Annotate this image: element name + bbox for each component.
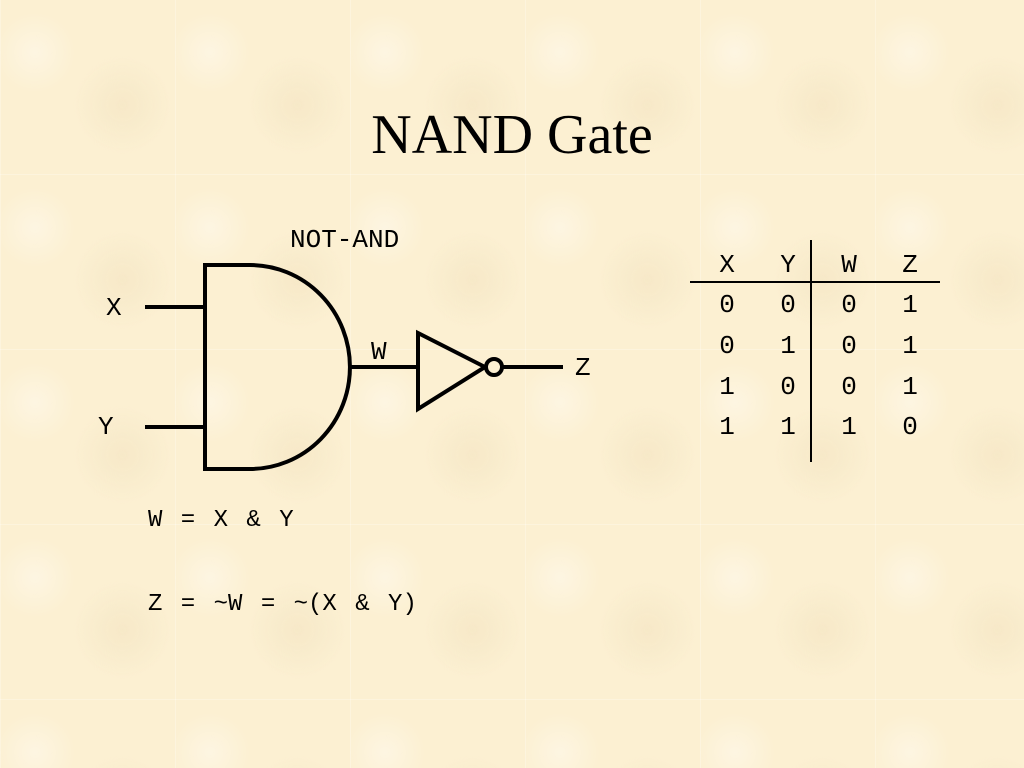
inversion-bubble <box>484 357 504 377</box>
truth-table-cell: 0 <box>841 331 857 361</box>
input-y-label: Y <box>98 412 114 442</box>
truth-table-header: Y <box>780 250 796 280</box>
intermediate-w-label: W <box>371 337 387 367</box>
input-x-label: X <box>106 293 122 323</box>
truth-table-cell: 1 <box>902 331 918 361</box>
output-z-label: Z <box>575 353 591 383</box>
truth-table-cell: 0 <box>841 372 857 402</box>
truth-table-cell: 1 <box>780 331 796 361</box>
truth-table: X Y W Z 0 0 0 1 0 1 0 1 1 0 0 1 1 1 1 0 <box>690 240 940 462</box>
equation-z: Z = ~W = ~(X & Y) <box>148 591 417 618</box>
truth-table-cell: 0 <box>902 412 918 442</box>
equation-w: W = X & Y <box>148 507 294 534</box>
truth-table-cell: 1 <box>902 290 918 320</box>
page-title: NAND Gate <box>371 104 653 166</box>
truth-table-cell: 0 <box>780 372 796 402</box>
truth-table-cell: 1 <box>902 372 918 402</box>
truth-table-cell: 1 <box>719 372 735 402</box>
truth-table-cell: 1 <box>841 412 857 442</box>
and-gate-symbol <box>203 263 352 471</box>
not-gate-symbol <box>416 329 490 413</box>
truth-table-header: X <box>719 250 735 280</box>
truth-table-cell: 1 <box>719 412 735 442</box>
truth-table-cell: 0 <box>719 331 735 361</box>
truth-table-column-divider <box>810 240 812 462</box>
truth-table-header: W <box>841 250 857 280</box>
truth-table-header: Z <box>902 250 918 280</box>
truth-table-cell: 0 <box>719 290 735 320</box>
truth-table-cell: 0 <box>780 290 796 320</box>
truth-table-cell: 1 <box>780 412 796 442</box>
truth-table-header-divider <box>690 281 940 283</box>
gate-label: NOT-AND <box>290 225 400 255</box>
truth-table-cell: 0 <box>841 290 857 320</box>
